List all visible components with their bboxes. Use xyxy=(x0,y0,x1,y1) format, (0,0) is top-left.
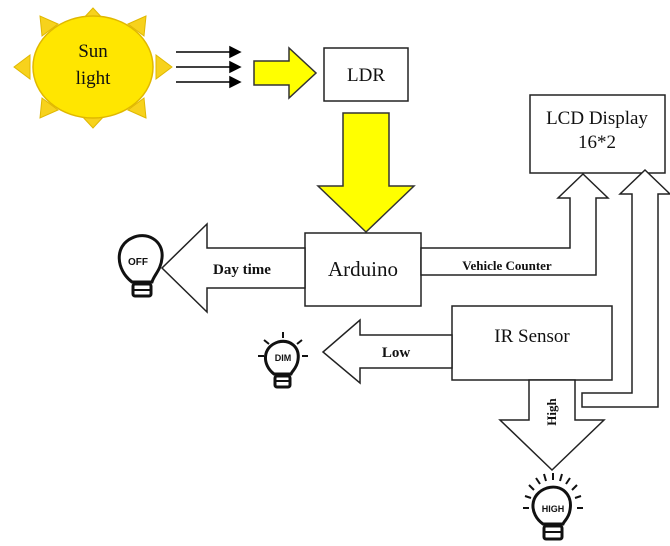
low-label: Low xyxy=(382,345,411,361)
ldr-box xyxy=(323,47,409,102)
low-arrow xyxy=(321,318,453,385)
sun-icon xyxy=(13,7,173,129)
high-bulb-label: HIGH xyxy=(542,504,565,514)
ir-sensor-label: IR Sensor xyxy=(494,326,570,347)
off-bulb-icon xyxy=(117,234,164,298)
high-arrow xyxy=(498,379,606,472)
lcd-display-box xyxy=(529,94,666,174)
ir-to-lcd-arrow xyxy=(581,168,670,408)
ir-sensor-box xyxy=(451,305,613,381)
high-label: High xyxy=(544,398,559,426)
vehicle-counter-arrow xyxy=(420,172,610,276)
ldr-label: LDR xyxy=(347,65,385,86)
dim-bulb-icon xyxy=(258,332,308,389)
lcd-label-line1: LCD Display xyxy=(546,108,648,129)
high-bulb-icon xyxy=(523,473,583,541)
sun-to-ldr-arrow xyxy=(253,46,318,100)
day-time-label: Day time xyxy=(213,262,271,278)
arduino-box xyxy=(304,232,422,307)
sun-label-line2: light xyxy=(76,68,112,89)
arduino-label: Arduino xyxy=(328,257,398,281)
vehicle-counter-label: Vehicle Counter xyxy=(462,258,552,273)
lcd-label-line2: 16*2 xyxy=(578,132,616,153)
off-bulb-label: OFF xyxy=(128,257,148,268)
sunlight-rays xyxy=(176,45,242,89)
ldr-to-arduino-arrow xyxy=(316,112,416,234)
dim-bulb-label: DIM xyxy=(275,353,292,363)
sun-label-line1: Sun xyxy=(78,41,108,62)
day-time-arrow xyxy=(160,222,306,314)
